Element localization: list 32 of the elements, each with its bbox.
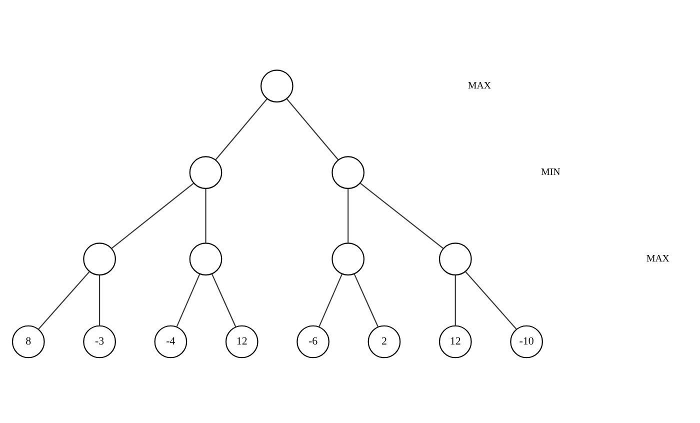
connector <box>348 188 349 243</box>
node-circle <box>332 156 364 188</box>
connector <box>286 98 339 160</box>
node-circle: -10 <box>510 324 543 358</box>
label: MAX <box>468 80 491 91</box>
node-circle: 8 <box>12 324 45 358</box>
connector <box>99 274 100 326</box>
connector <box>176 273 200 326</box>
label: MIN <box>541 166 560 178</box>
connector <box>454 274 456 326</box>
node-circle: -4 <box>154 324 188 358</box>
connector <box>360 182 444 248</box>
connector <box>205 188 206 243</box>
node-circle <box>189 242 222 275</box>
node-circle <box>438 242 472 275</box>
node-circle: -3 <box>83 324 116 358</box>
connector <box>211 273 236 326</box>
label: MAX <box>646 252 670 264</box>
node-circle <box>260 69 294 102</box>
node-circle <box>83 242 116 275</box>
connector <box>465 270 517 329</box>
node-circle: -6 <box>296 324 330 358</box>
node-circle: 12 <box>225 324 258 358</box>
connector <box>354 273 378 326</box>
node-circle <box>332 242 364 275</box>
connector <box>38 270 90 329</box>
connector <box>111 182 194 248</box>
node-circle: 2 <box>368 324 401 358</box>
node-circle <box>189 156 222 188</box>
node-circle: 12 <box>438 324 472 358</box>
connector <box>215 98 268 160</box>
connector <box>318 273 343 326</box>
